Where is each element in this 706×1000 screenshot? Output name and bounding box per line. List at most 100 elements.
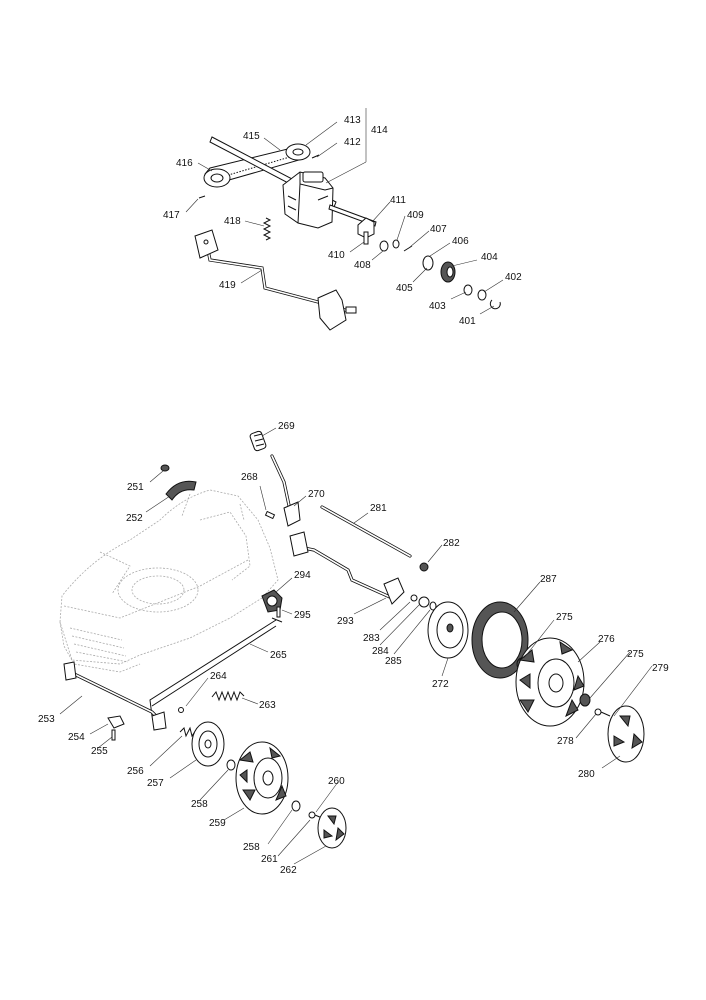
nut-282 <box>419 562 429 572</box>
callout-260: 260 <box>328 776 345 787</box>
callout-401: 401 <box>459 316 476 327</box>
callout-280: 280 <box>578 769 595 780</box>
callout-253: 253 <box>38 714 55 725</box>
callout-402: 402 <box>505 272 522 283</box>
washer-408 <box>379 240 389 252</box>
callout-254: 254 <box>68 732 85 743</box>
bushing-405 <box>422 255 434 271</box>
lever-plate <box>283 501 301 527</box>
callout-258b: 258 <box>243 842 260 853</box>
spring-256 <box>179 726 197 738</box>
screw-255 <box>111 729 116 741</box>
washer-285 <box>429 601 437 611</box>
callout-276: 276 <box>598 634 615 645</box>
pin-410 <box>363 231 369 245</box>
callout-415: 415 <box>243 131 260 142</box>
cable-265 <box>149 619 277 717</box>
clip-254 <box>107 715 125 729</box>
callout-256: 256 <box>127 766 144 777</box>
knob-294 <box>261 589 283 618</box>
bracket-293-plate <box>289 531 309 557</box>
callout-412: 412 <box>344 137 361 148</box>
callout-263: 263 <box>259 700 276 711</box>
callout-414: 414 <box>371 125 388 136</box>
leader-lines-upper <box>185 108 504 315</box>
callout-275b: 275 <box>627 649 644 660</box>
washer-402 <box>477 289 487 301</box>
callout-269: 269 <box>278 421 295 432</box>
grip-269 <box>249 430 267 452</box>
callout-409: 409 <box>407 210 424 221</box>
callout-283: 283 <box>363 633 380 644</box>
callout-287: 287 <box>540 574 557 585</box>
hubcap-262 <box>317 807 347 849</box>
callout-261: 261 <box>261 854 278 865</box>
callout-419: 419 <box>219 280 236 291</box>
bush-411 <box>357 217 375 239</box>
callout-270: 270 <box>308 489 325 500</box>
callout-252: 252 <box>126 513 143 524</box>
pin-412 <box>311 154 320 159</box>
washer-409 <box>392 239 400 249</box>
bracket-293-arm <box>383 577 405 605</box>
callout-410: 410 <box>328 250 345 261</box>
key-407 <box>403 245 413 252</box>
rod-assembly <box>289 505 437 611</box>
callout-418: 418 <box>224 216 241 227</box>
callout-259: 259 <box>209 818 226 829</box>
spring-418 <box>262 217 272 241</box>
callout-403: 403 <box>429 301 446 312</box>
pulley-small <box>285 143 311 161</box>
callout-293: 293 <box>337 616 354 627</box>
callout-282: 282 <box>443 538 460 549</box>
callout-251: 251 <box>127 482 144 493</box>
pin-417 <box>198 195 206 199</box>
washer-403 <box>463 284 473 296</box>
callout-413: 413 <box>344 115 361 126</box>
sleeve-264 <box>178 707 184 713</box>
callout-405: 405 <box>396 283 413 294</box>
callout-265: 265 <box>270 650 287 661</box>
callout-278: 278 <box>557 736 574 747</box>
pulley-large-416 <box>203 168 231 188</box>
callout-284: 284 <box>372 646 389 657</box>
circlip-401 <box>489 299 501 310</box>
mower-deck-outline <box>59 489 279 673</box>
gearbox-cap <box>302 171 324 183</box>
callout-275a: 275 <box>556 612 573 623</box>
bolt-260 <box>308 811 316 819</box>
callout-285: 285 <box>385 656 402 667</box>
lever-assembly <box>249 430 301 527</box>
lever-270 <box>270 454 292 512</box>
screw-251 <box>160 464 170 472</box>
callout-281: 281 <box>370 503 387 514</box>
front-wheel-left <box>191 721 347 849</box>
callout-258a: 258 <box>191 799 208 810</box>
axle-bracket-right <box>151 711 167 731</box>
callout-295: 295 <box>294 610 311 621</box>
clip-251-252 <box>160 464 197 501</box>
callout-407: 407 <box>430 224 447 235</box>
clip-252 <box>165 480 197 501</box>
callout-257: 257 <box>147 778 164 789</box>
bracket-plate-right <box>317 289 347 331</box>
rear-wheel-right <box>427 601 645 763</box>
axle-bracket-left <box>63 661 77 681</box>
hubcap-280 <box>607 705 645 763</box>
callout-279: 279 <box>652 663 669 674</box>
callout-labels: 413 414 415 412 416 417 418 411 409 410 … <box>38 115 669 876</box>
callout-411: 411 <box>390 195 406 206</box>
axle-253 <box>63 661 197 741</box>
callout-408: 408 <box>354 260 371 271</box>
callout-268: 268 <box>241 472 258 483</box>
callout-406: 406 <box>452 236 469 247</box>
washer-283 <box>410 594 418 602</box>
screw-295 <box>276 606 281 618</box>
callout-264: 264 <box>210 671 227 682</box>
washer-284 <box>418 596 430 608</box>
gear-disc-257 <box>191 721 225 767</box>
callout-272: 272 <box>432 679 449 690</box>
callout-262: 262 <box>280 865 297 876</box>
callout-294: 294 <box>294 570 311 581</box>
